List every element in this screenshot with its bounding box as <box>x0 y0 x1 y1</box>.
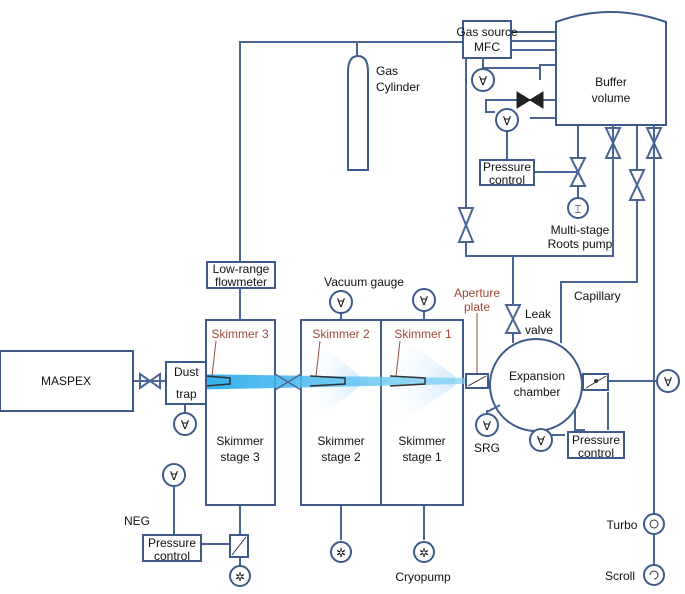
skimmer-1-tip <box>389 375 426 387</box>
buffer-volume-tank <box>555 11 667 126</box>
stage-3-label-b: stage 3 <box>220 450 260 464</box>
svg-text:✲: ✲ <box>235 570 245 584</box>
dust-label: Dust <box>174 365 199 379</box>
skimmer-stage-3-box <box>205 319 276 506</box>
cryopump-label: Cryopump <box>395 570 451 584</box>
roots-pump-label: Roots pump <box>548 237 613 251</box>
pressure-bottom-label: Pressure <box>148 536 196 550</box>
pressure-control-right-box <box>567 431 625 459</box>
multistage-label: Multi-stage <box>551 223 610 237</box>
cryopump-icon: ✲ <box>413 541 435 563</box>
cylinder-label: Cylinder <box>376 80 420 94</box>
turbo-pump-icon <box>643 513 665 535</box>
mfc-label: MFC <box>474 40 500 54</box>
svg-text:∀: ∀ <box>537 434 546 448</box>
maspex-label: MASPEX <box>41 374 91 388</box>
stage-1-label-b: stage 1 <box>402 450 442 464</box>
plate-label: plate <box>464 300 490 314</box>
srg-label: SRG <box>474 441 500 455</box>
gas-source-label: Gas source <box>456 25 518 39</box>
butterfly-valve-icon <box>516 91 544 109</box>
svg-text:∀: ∀ <box>503 114 512 128</box>
pump-icon: ✲ <box>229 565 251 587</box>
pressure-control-top-box <box>479 159 535 186</box>
skimmer-1-label: Skimmer 1 <box>394 327 452 341</box>
cryopump-icon: ✲ <box>330 541 352 563</box>
volume-label: volume <box>592 91 631 105</box>
maspex-box <box>0 350 134 412</box>
skimmer-3-tip <box>204 375 231 387</box>
pressure-control-bottom-box <box>142 534 202 562</box>
control-label: control <box>489 173 525 187</box>
valve-icon <box>457 207 475 243</box>
expansion-label: Expansion <box>509 369 565 383</box>
stage-2-label-b: stage 2 <box>321 450 361 464</box>
svg-text:∀: ∀ <box>479 74 488 88</box>
vacuum-gauge-icon: ∀ <box>412 288 436 312</box>
svg-text:∀: ∀ <box>337 296 346 310</box>
valve-icon <box>139 372 161 390</box>
gauge-icon: ∀ <box>495 108 519 132</box>
gauge-icon: ∀ <box>162 463 186 487</box>
molecular-beam <box>180 374 465 390</box>
svg-text:∀: ∀ <box>483 419 492 433</box>
gas-label: Gas <box>376 64 398 78</box>
svg-text:∀: ∀ <box>420 294 429 308</box>
low-range-label: Low-range <box>213 262 270 276</box>
pressure-right-label: Pressure <box>572 433 620 447</box>
skimmer-2-label: Skimmer 2 <box>312 327 370 341</box>
leak-valve-icon <box>504 304 522 334</box>
vacuum-gauge-label: Vacuum gauge <box>324 275 404 289</box>
roots-pump-icon: ⌶ <box>567 197 589 219</box>
dust-trap-box <box>165 361 207 405</box>
svg-text:∀: ∀ <box>664 375 673 389</box>
valve-icon <box>569 157 587 187</box>
trap-label: trap <box>176 387 197 401</box>
gauge-icon: ∀ <box>529 428 553 452</box>
control-bottom-label: control <box>154 549 190 563</box>
flowmeter-label: flowmeter <box>215 275 267 289</box>
valve-label: valve <box>525 323 553 337</box>
gas-cylinder <box>347 54 369 171</box>
svg-text:∀: ∀ <box>170 469 179 483</box>
svg-text:✲: ✲ <box>419 546 429 560</box>
valve-icon <box>628 169 646 201</box>
valve-icon <box>604 127 622 159</box>
buffer-label: Buffer <box>595 75 627 89</box>
leak-label: Leak <box>525 307 552 321</box>
svg-text:✲: ✲ <box>336 546 346 560</box>
control-right-label: control <box>578 446 614 460</box>
stage-3-label-a: Skimmer <box>216 434 263 448</box>
pressure-label: Pressure <box>483 160 531 174</box>
srg-icon: ∀ <box>475 413 499 437</box>
stage-2-label-a: Skimmer <box>317 434 364 448</box>
svg-text:⌶: ⌶ <box>574 202 581 216</box>
turbo-label: Turbo <box>607 518 638 532</box>
chamber-label: chamber <box>514 385 561 399</box>
gate-valve-icon <box>274 373 302 391</box>
scroll-label: Scroll <box>605 569 635 583</box>
capillary-label: Capillary <box>574 289 621 303</box>
svg-text:∀: ∀ <box>181 418 190 432</box>
stage-1-label-a: Skimmer <box>398 434 445 448</box>
vacuum-gauge-icon: ∀ <box>329 290 353 314</box>
skimmer-3-label: Skimmer 3 <box>211 327 269 341</box>
skimmer-2-tip <box>309 375 346 387</box>
aperture-label: Aperture <box>454 286 500 300</box>
gauge-icon: ∀ <box>173 412 197 436</box>
scroll-pump-icon <box>643 564 665 586</box>
low-range-flowmeter-box <box>206 261 276 289</box>
gauge-icon: ∀ <box>471 68 495 92</box>
gauge-icon: ∀ <box>656 369 680 393</box>
valve-icon <box>645 127 663 159</box>
neg-label: NEG <box>124 514 150 528</box>
gas-source-mfc-box <box>462 20 512 59</box>
